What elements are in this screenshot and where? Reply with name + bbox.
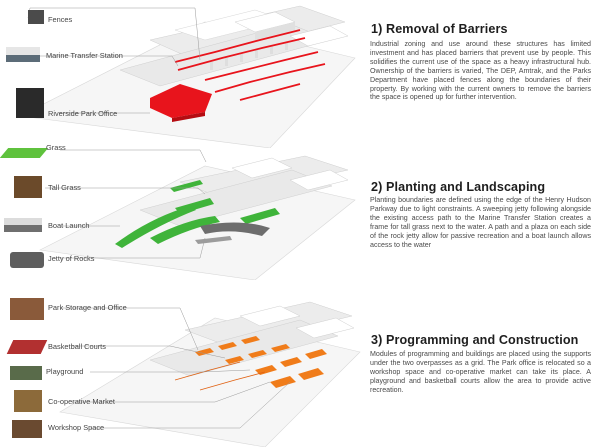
section-body: Modules of programming and buildings are…: [370, 350, 591, 394]
workshop-photo-icon: [12, 420, 42, 438]
axonometric-model-programming: [59, 301, 361, 447]
rocks-photo-icon: [10, 252, 44, 268]
legend-co-operative-market: Co-operative Market: [48, 397, 115, 406]
playground-photo-icon: [10, 366, 42, 380]
legend-fences: Fences: [48, 15, 73, 24]
axonometric-model-planting: [39, 149, 356, 280]
storage-photo-icon: [10, 298, 44, 320]
program-modules: [195, 336, 327, 388]
legend-tall-grass: Tall Grass: [48, 183, 81, 192]
station-photo-icon: [6, 47, 40, 62]
legend-boat-launch: Boat Launch: [48, 221, 90, 230]
section-programming-and-construction: Park Storage and Office Basketball Court…: [0, 290, 600, 447]
section-body: Planting boundaries are defined using th…: [370, 196, 591, 249]
section-title: 2) Planting and Landscaping: [371, 180, 546, 194]
axonometric-model-barriers: [18, 5, 356, 148]
courts-photo-icon: [6, 340, 48, 354]
legend-jetty-of-rocks: Jetty of Rocks: [48, 254, 95, 263]
legend-marine-transfer-station: Marine Transfer Station: [46, 51, 123, 60]
market-photo-icon: [14, 390, 42, 412]
legend-playground: Playground: [46, 367, 84, 376]
legend-riverside-park-office: Riverside Park Office: [48, 109, 118, 118]
section-title: 3) Programming and Construction: [371, 333, 579, 347]
legend-basketball-courts: Basketball Courts: [48, 342, 106, 351]
grass-swatch-icon: [0, 148, 49, 158]
legend-park-storage-and-office: Park Storage and Office: [48, 303, 127, 312]
section-body: Industrial zoning and use around these s…: [370, 40, 591, 102]
office-block: [150, 84, 212, 118]
fence-lines: [174, 29, 326, 101]
legend-grass: Grass: [46, 143, 66, 152]
section-planting-and-landscaping: Grass Tall Grass Boat Launch Jetty of Ro…: [0, 144, 600, 280]
rock-jetty: [200, 222, 270, 236]
legend-workshop-space: Workshop Space: [48, 423, 105, 432]
fence-photo-icon: [28, 10, 44, 24]
planting-areas: [115, 180, 280, 248]
tall-grass-photo-icon: [14, 176, 42, 198]
office-photo-icon: [16, 88, 44, 118]
section-title: 1) Removal of Barriers: [371, 22, 508, 36]
section-removal-of-barriers: Fences Marine Transfer Station Riverside…: [0, 0, 600, 148]
boat-launch-photo-icon: [4, 218, 42, 232]
